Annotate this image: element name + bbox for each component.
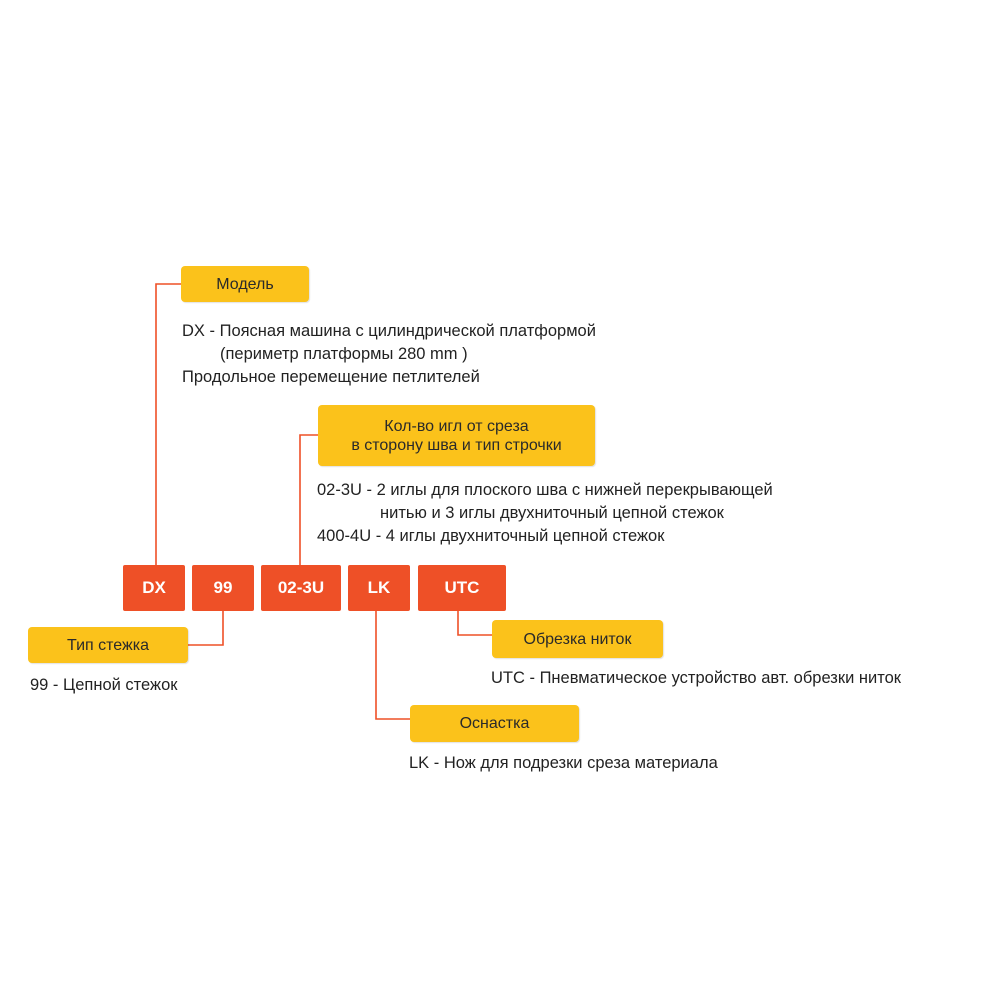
desc-model-line-2: (периметр платформы 280 mm ) [220,345,468,363]
desc-equipment: LK - Нож для подрезки среза материала [409,754,718,772]
label-needles-line-1: Кол-во игл от среза [384,417,529,435]
code-lk: LK [348,565,410,611]
connector-needles [299,434,318,565]
label-trimming: Обрезка ниток [492,620,663,658]
code-dx: DX [123,565,185,611]
desc-model-line-3: Продольное перемещение петлителей [182,368,480,386]
code-99: 99 [192,565,254,611]
label-needles-line-2: в сторону шва и тип строчки [351,436,562,454]
label-model: Модель [181,266,309,302]
desc-needles-line-2: нитью и 3 иглы двухниточный цепной стежо… [380,504,724,522]
label-equipment: Оснастка [410,705,579,742]
desc-model: DX - Поясная машина с цилиндрической пла… [182,320,596,389]
connector-stitch-type [188,611,224,646]
connector-trimming [457,611,492,636]
desc-needles-line-1: 02-3U - 2 иглы для плоского шва с нижней… [317,481,773,499]
connector-model [155,283,181,565]
desc-stitch-type: 99 - Цепной стежок [30,676,178,694]
label-stitch-type: Тип стежка [28,627,188,663]
desc-trimming: UTC - Пневматическое устройство авт. обр… [491,669,901,687]
label-needles: Кол-во игл от среза в сторону шва и тип … [318,405,595,466]
code-02-3u: 02-3U [261,565,341,611]
code-utc: UTC [418,565,506,611]
desc-needles: 02-3U - 2 иглы для плоского шва с нижней… [317,479,773,548]
desc-needles-line-3: 400-4U - 4 иглы двухниточный цепной стеж… [317,527,665,545]
desc-model-line-1: DX - Поясная машина с цилиндрической пла… [182,322,596,340]
connector-equipment [375,611,410,720]
